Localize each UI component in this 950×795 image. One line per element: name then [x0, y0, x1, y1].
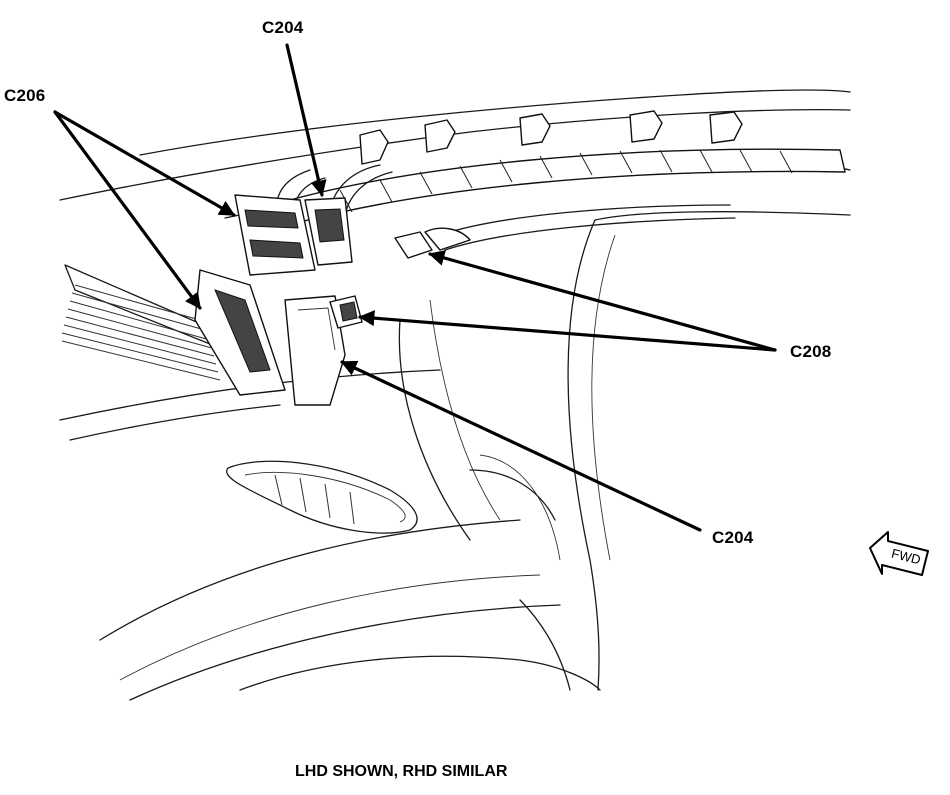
- fwd-label: FWD: [890, 546, 922, 568]
- c208-lower-connector: [329, 295, 363, 329]
- c204-lower-connector: [284, 295, 346, 406]
- callout-c208: C208: [790, 342, 832, 361]
- callout-c206: C206: [4, 86, 46, 105]
- air-vent: [226, 460, 418, 534]
- roof-wiring-harness: [275, 110, 846, 251]
- harness-clips: [359, 110, 743, 165]
- c204-upper-connector: [304, 197, 353, 266]
- fwd-arrow-icon: FWD: [869, 531, 929, 576]
- callout-c204-top: C204: [262, 18, 304, 37]
- diagram-caption: LHD SHOWN, RHD SIMILAR: [295, 763, 508, 780]
- callout-c204-bottom: C204: [712, 528, 754, 547]
- c208-upper-connector: [394, 227, 471, 259]
- c206-connector: [194, 194, 316, 396]
- leader-lines: [53, 43, 777, 532]
